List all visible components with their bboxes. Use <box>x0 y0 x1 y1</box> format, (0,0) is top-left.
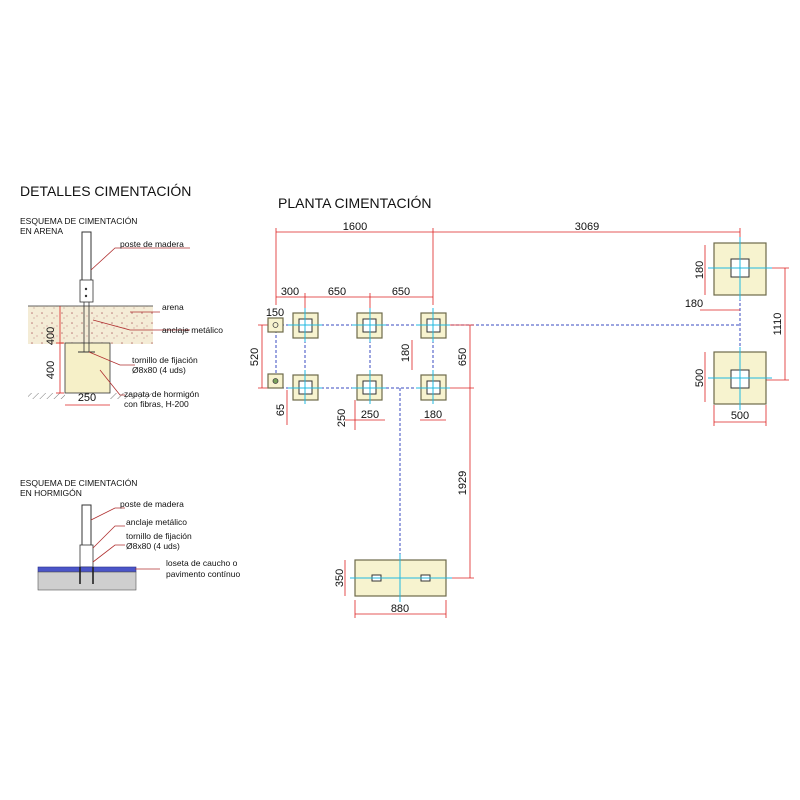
sand-subtitle-2: EN ARENA <box>20 226 63 236</box>
sand-subtitle-1: ESQUEMA DE CIMENTACIÓN <box>20 216 137 226</box>
dim-520: 520 <box>249 348 261 366</box>
concrete-subtitle-1: ESQUEMA DE CIMENTACIÓN <box>20 478 137 488</box>
footing-4 <box>288 370 322 404</box>
dim-65: 65 <box>275 404 287 416</box>
plan-dimensions <box>258 228 789 618</box>
rubber-tile <box>37 566 137 573</box>
sand-label-footing-1: zapata de hormigón <box>124 389 199 399</box>
sand-label-anchor: anclaje metálico <box>162 325 223 335</box>
footing-right-top <box>708 237 772 300</box>
footing-2 <box>352 308 386 342</box>
dim-180-v: 180 <box>400 344 412 362</box>
concrete-label-tile-2: pavimento contínuo <box>166 569 240 579</box>
dim-150: 150 <box>266 307 284 319</box>
metal-anchor <box>79 279 94 303</box>
dim-1929: 1929 <box>457 471 469 495</box>
wood-post <box>81 231 92 283</box>
sand-label-bolt-1: tornillo de fijación <box>132 355 198 365</box>
sand-dim-width: 250 <box>78 392 96 404</box>
footing-right-bottom <box>708 347 772 410</box>
dim-3069: 3069 <box>575 221 599 233</box>
sand-dim-top: 400 <box>45 327 57 345</box>
sand-label-wood-post: poste de madera <box>120 239 184 249</box>
footing-bottom-rect <box>350 554 452 602</box>
dim-1110: 1110 <box>772 313 784 336</box>
concrete-label-anchor: anclaje metálico <box>126 517 187 527</box>
concrete-base <box>37 571 137 591</box>
dim-1600: 1600 <box>343 221 367 233</box>
footing-5 <box>352 370 386 404</box>
dim-180-h: 180 <box>424 409 442 421</box>
footing-3 <box>416 308 450 342</box>
dim-250-h: 250 <box>361 409 379 421</box>
sand-label-bolt-2: Ø8x80 (4 uds) <box>132 365 186 375</box>
sand-dim-bottom: 400 <box>45 361 57 379</box>
dim-180-right-h: 180 <box>685 298 703 310</box>
small-footing-top <box>267 317 284 333</box>
concrete-label-bolt-2: Ø8x80 (4 uds) <box>126 541 180 551</box>
concrete-subtitle-2: EN HORMIGÓN <box>20 488 82 498</box>
dim-300: 300 <box>281 286 299 298</box>
concrete-footing <box>64 342 111 394</box>
dim-650-v: 650 <box>457 348 469 366</box>
plan-title: PLANTA CIMENTACIÓN <box>278 195 432 211</box>
dim-880: 880 <box>391 603 409 615</box>
dim-500-h: 500 <box>731 410 749 422</box>
concrete-label-tile-1: loseta de caucho o <box>166 558 238 568</box>
concrete-label-bolt-1: tornillo de fijación <box>126 531 192 541</box>
concrete-section <box>37 504 160 591</box>
concrete-label-wood-post: poste de madera <box>120 499 184 509</box>
dim-650-b: 650 <box>392 286 410 298</box>
dim-650-a: 650 <box>328 286 346 298</box>
dim-500-v: 500 <box>694 369 706 387</box>
dim-180-right-v: 180 <box>694 261 706 279</box>
sand-section <box>28 231 190 406</box>
footing-1 <box>288 308 322 342</box>
sand-label-footing-2: con fibras, H-200 <box>124 399 189 409</box>
footing-6 <box>416 370 450 404</box>
dim-350: 350 <box>334 569 346 587</box>
sand-label-sand: arena <box>162 302 184 312</box>
details-title: DETALLES CIMENTACIÓN <box>20 183 191 199</box>
small-footing-bottom <box>267 373 284 389</box>
dim-250-v: 250 <box>336 409 348 427</box>
